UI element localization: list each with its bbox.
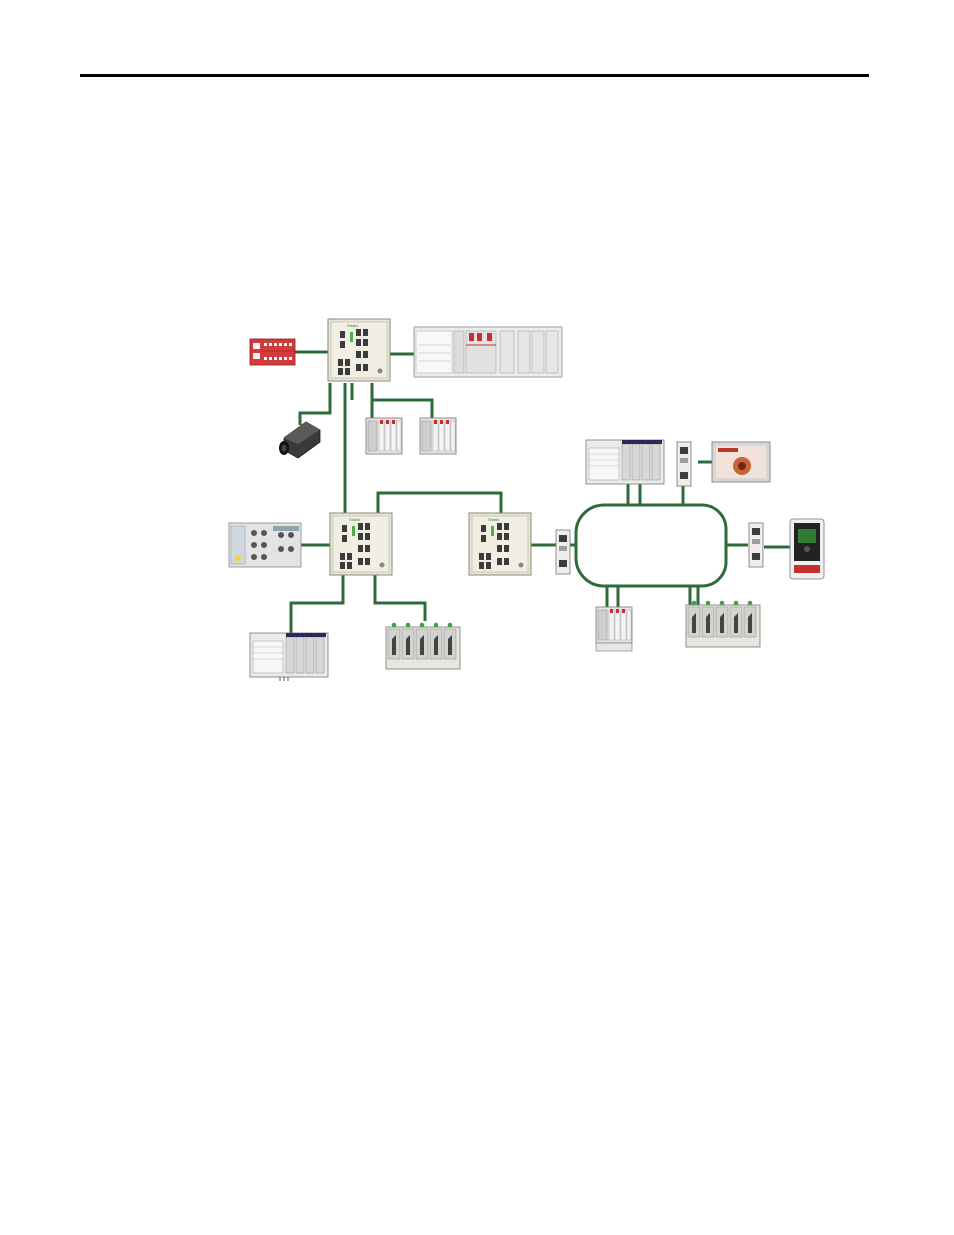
ethernet-switch-icon — [328, 319, 390, 381]
etap-top — [677, 442, 691, 486]
armorblock-io — [229, 523, 301, 567]
plc-chassis-icon — [250, 633, 328, 677]
distributed-io-icon — [420, 418, 456, 454]
ethernet-switch-icon — [330, 513, 392, 575]
compactlogix-controller — [250, 633, 328, 681]
switch-label: Stratix — [488, 517, 499, 522]
etap-right — [749, 523, 763, 567]
switch-label: Stratix — [349, 517, 360, 522]
plc-chassis-icon — [586, 440, 664, 484]
switch-label: Stratix — [347, 323, 358, 328]
ethernet-switch-middle: Stratix — [330, 513, 392, 575]
tap-icon — [556, 530, 570, 574]
safety-io-block — [250, 339, 295, 365]
ethernet-switch-icon — [469, 513, 531, 575]
distributed-io-icon — [366, 418, 402, 454]
tap-icon — [749, 523, 763, 567]
network-links — [291, 352, 790, 633]
hmi-terminal — [712, 442, 770, 482]
point-io-adapter-2 — [420, 418, 456, 454]
ethernet-switch-right: Stratix — [469, 513, 531, 575]
servo-drive-icon — [686, 601, 760, 647]
etap-left — [556, 530, 570, 574]
powerflex-drive — [790, 519, 824, 579]
distributed-io-icon — [596, 607, 632, 643]
ethernet-switch-top: Stratix — [328, 319, 390, 381]
point-io-adapter-1 — [366, 418, 402, 454]
servo-drive-icon — [386, 623, 460, 669]
controllogix-chassis — [414, 327, 562, 377]
ip-camera — [279, 422, 320, 458]
ring-controller — [586, 440, 664, 484]
kinetix-servo-drives — [386, 623, 460, 669]
ring-point-io — [596, 607, 632, 651]
tap-icon — [677, 442, 691, 486]
safety-io-icon — [250, 339, 295, 365]
ring-kinetix-drives — [686, 601, 760, 647]
